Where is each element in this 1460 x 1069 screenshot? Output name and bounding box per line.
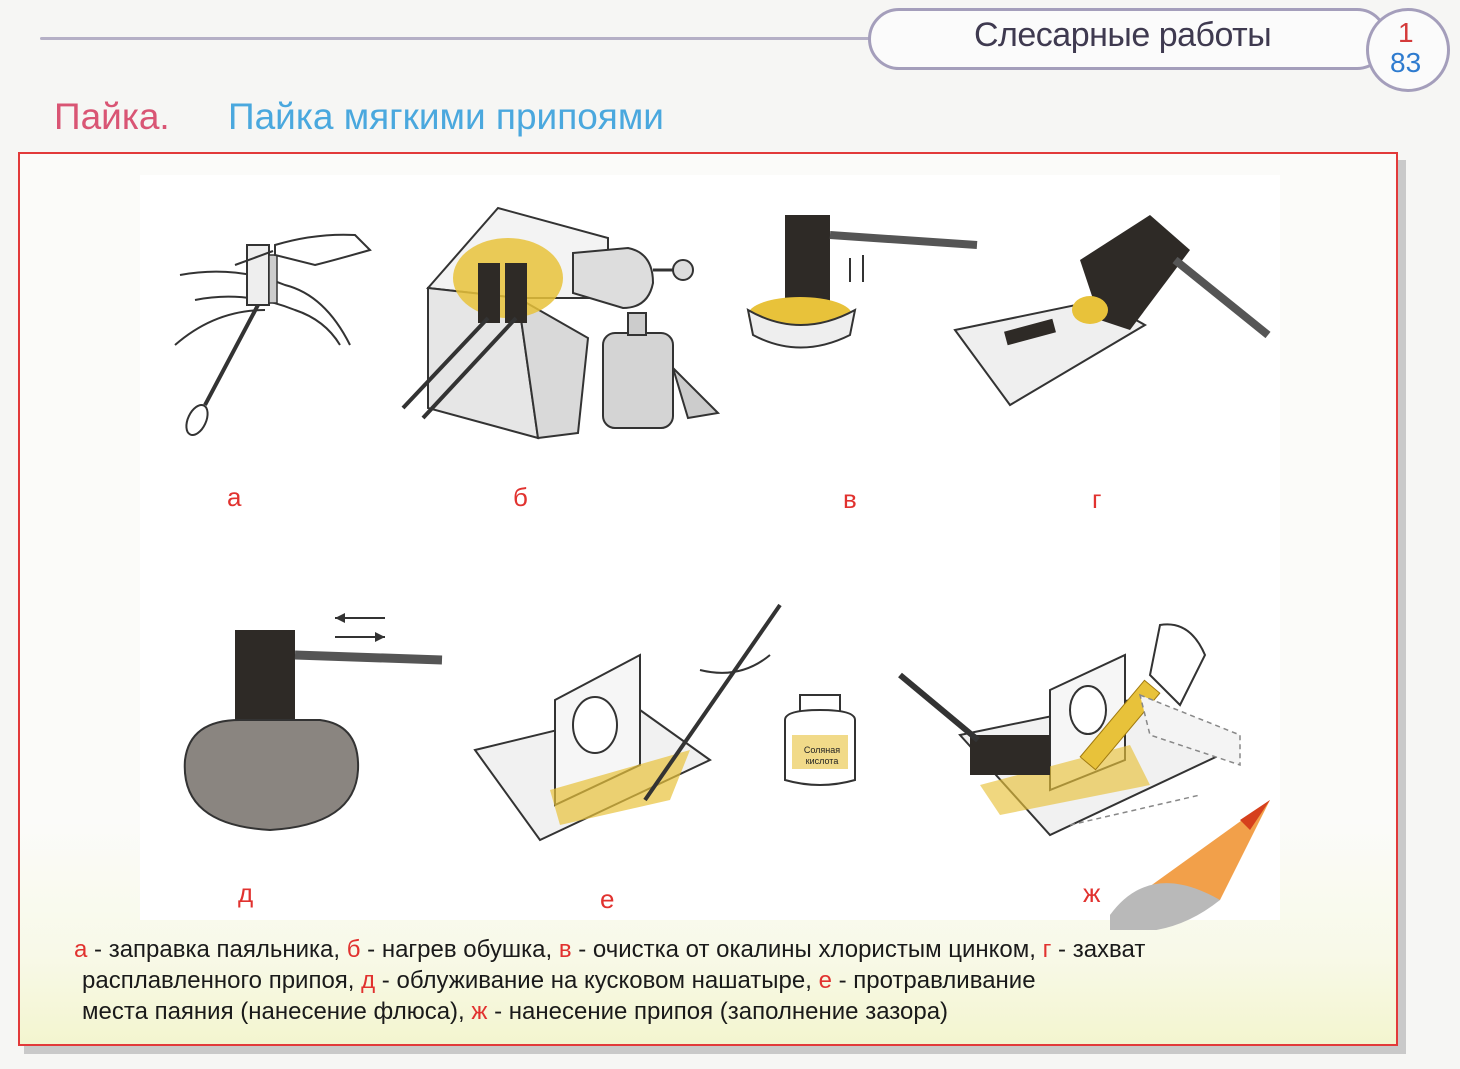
figure-g-molten-solder-pickup <box>953 215 1271 407</box>
figure-a-iron-dressing <box>174 233 372 436</box>
acid-jar-label: Соляная кислота <box>803 745 841 766</box>
page-title: Пайка. <box>54 96 170 137</box>
caption-line-3: места паяния (нанесение флюса), ж - нане… <box>82 998 949 1025</box>
figure-letter-v: в <box>843 484 857 514</box>
figure-b-blowtorch-heating <box>401 206 721 440</box>
header-rule <box>40 37 880 40</box>
figure-letter-b: б <box>513 482 528 512</box>
acid-jar <box>784 694 856 786</box>
figure-letter-e: е <box>600 884 615 914</box>
section-title: Слесарные работы <box>974 16 1272 54</box>
figure-d-tinning-sal-ammoniac <box>183 613 443 832</box>
figure-letter-zh: ж <box>1083 878 1101 908</box>
page-number-top: 1 <box>1398 17 1414 48</box>
figure-letter-g: г <box>1092 484 1102 514</box>
figure-v-zinc-chloride-cleaning <box>746 215 978 349</box>
page-subtitle: Пайка мягкими припоями <box>228 96 664 137</box>
pencil-icon <box>1110 800 1270 930</box>
figure-letter-a: а <box>227 482 242 512</box>
page-badge <box>1366 8 1450 92</box>
figure-e-flux-application <box>473 603 782 842</box>
figure-zh-solder-application <box>898 623 1241 837</box>
page-number-bottom: 83 <box>1390 47 1422 78</box>
header-banner <box>868 8 1388 70</box>
figure-caption: а - заправка паяльника, б - нагрев обушк… <box>74 934 1374 1027</box>
caption-line-2: расплавленного припоя, д - облуживание н… <box>82 967 1036 994</box>
caption-line-1: а - заправка паяльника, б - нагрев обушк… <box>74 936 1146 963</box>
figure-letter-d: д <box>238 878 254 908</box>
